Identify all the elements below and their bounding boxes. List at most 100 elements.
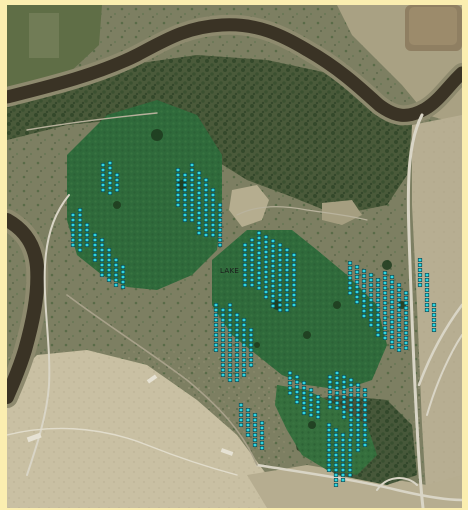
survey-point-marker <box>277 248 283 252</box>
survey-point-marker <box>424 283 430 287</box>
survey-point-marker <box>256 241 262 245</box>
survey-point-marker <box>113 258 119 262</box>
survey-point-marker <box>203 213 209 217</box>
survey-point-marker <box>182 208 188 212</box>
survey-point-marker <box>234 348 240 352</box>
road-southeast-loop <box>376 477 418 491</box>
survey-point-marker <box>120 265 126 269</box>
survey-point-marker <box>354 290 360 294</box>
survey-point-marker <box>238 423 244 427</box>
survey-point-marker <box>315 400 321 404</box>
survey-point-marker <box>241 343 247 347</box>
survey-point-marker <box>270 259 276 263</box>
survey-point-marker <box>396 308 402 312</box>
survey-point-marker <box>249 278 255 282</box>
survey-point-marker <box>256 246 262 250</box>
structure-small-3 <box>220 448 234 456</box>
survey-point-marker <box>196 181 202 185</box>
survey-point-marker <box>284 288 290 292</box>
survey-point-marker <box>256 271 262 275</box>
survey-point-marker <box>106 253 112 257</box>
survey-point-marker <box>270 279 276 283</box>
survey-point-marker <box>308 388 314 392</box>
survey-point-marker <box>396 283 402 287</box>
survey-point-marker <box>245 408 251 412</box>
survey-point-marker <box>375 328 381 332</box>
survey-point-marker <box>382 331 388 335</box>
survey-point-marker <box>291 273 297 277</box>
survey-point-marker <box>347 458 353 462</box>
survey-point-marker <box>182 203 188 207</box>
survey-point-marker <box>256 276 262 280</box>
survey-point-marker <box>113 268 119 272</box>
survey-point-marker <box>241 358 247 362</box>
survey-point-marker <box>203 183 209 187</box>
survey-point-marker <box>227 343 233 347</box>
survey-point-marker <box>100 183 106 187</box>
survey-point-marker <box>277 263 283 267</box>
survey-point-marker <box>347 286 353 290</box>
survey-point-marker <box>92 233 98 237</box>
survey-point-marker <box>249 243 255 247</box>
survey-point-marker <box>315 410 321 414</box>
survey-point-marker <box>417 263 423 267</box>
survey-point-marker <box>256 231 262 235</box>
survey-point-marker <box>203 228 209 232</box>
survey-point-marker <box>196 231 202 235</box>
survey-point-marker <box>355 413 361 417</box>
survey-point-marker <box>256 256 262 260</box>
survey-point-marker <box>291 278 297 282</box>
survey-point-marker <box>99 248 105 252</box>
survey-point-marker <box>242 258 248 262</box>
survey-point-marker <box>362 393 368 397</box>
survey-point-marker <box>227 358 233 362</box>
survey-point-marker <box>362 433 368 437</box>
survey-point-marker <box>277 298 283 302</box>
survey-point-marker <box>245 413 251 417</box>
survey-point-marker <box>227 368 233 372</box>
survey-point-marker <box>210 233 216 237</box>
survey-point-marker <box>396 338 402 342</box>
survey-point-marker <box>354 275 360 279</box>
survey-point-marker <box>242 278 248 282</box>
survey-point-marker <box>334 381 340 385</box>
survey-point-marker <box>220 343 226 347</box>
survey-point-marker <box>259 426 265 430</box>
survey-point-marker <box>431 318 437 322</box>
survey-point-marker <box>326 423 332 427</box>
survey-point-marker <box>417 283 423 287</box>
survey-point-marker <box>234 378 240 382</box>
survey-point-marker <box>70 233 76 237</box>
survey-point-marker <box>217 223 223 227</box>
survey-point-marker <box>248 328 254 332</box>
survey-point-marker <box>389 310 395 314</box>
clearing-east <box>322 200 362 225</box>
survey-point-marker <box>252 418 258 422</box>
survey-point-marker <box>263 280 269 284</box>
meadow-south-texture <box>275 385 377 475</box>
survey-point-marker <box>355 403 361 407</box>
survey-point-marker <box>341 385 347 389</box>
survey-point-marker <box>354 270 360 274</box>
survey-point-marker <box>77 218 83 222</box>
survey-point-marker <box>196 191 202 195</box>
survey-point-marker <box>277 278 283 282</box>
survey-point-marker <box>291 263 297 267</box>
survey-point-marker <box>196 206 202 210</box>
survey-point-marker <box>248 358 254 362</box>
survey-point-marker <box>106 273 112 277</box>
survey-point-marker <box>403 321 409 325</box>
survey-point-marker <box>355 398 361 402</box>
survey-point-marker <box>113 263 119 267</box>
survey-point-marker <box>326 428 332 432</box>
survey-point-marker <box>259 421 265 425</box>
survey-point-marker <box>99 253 105 257</box>
survey-point-marker <box>70 213 76 217</box>
survey-point-marker <box>361 269 367 273</box>
survey-point-marker <box>375 313 381 317</box>
survey-point-marker <box>333 443 339 447</box>
survey-point-marker <box>120 280 126 284</box>
survey-point-marker <box>249 268 255 272</box>
survey-point-marker <box>389 300 395 304</box>
survey-point-marker <box>203 203 209 207</box>
